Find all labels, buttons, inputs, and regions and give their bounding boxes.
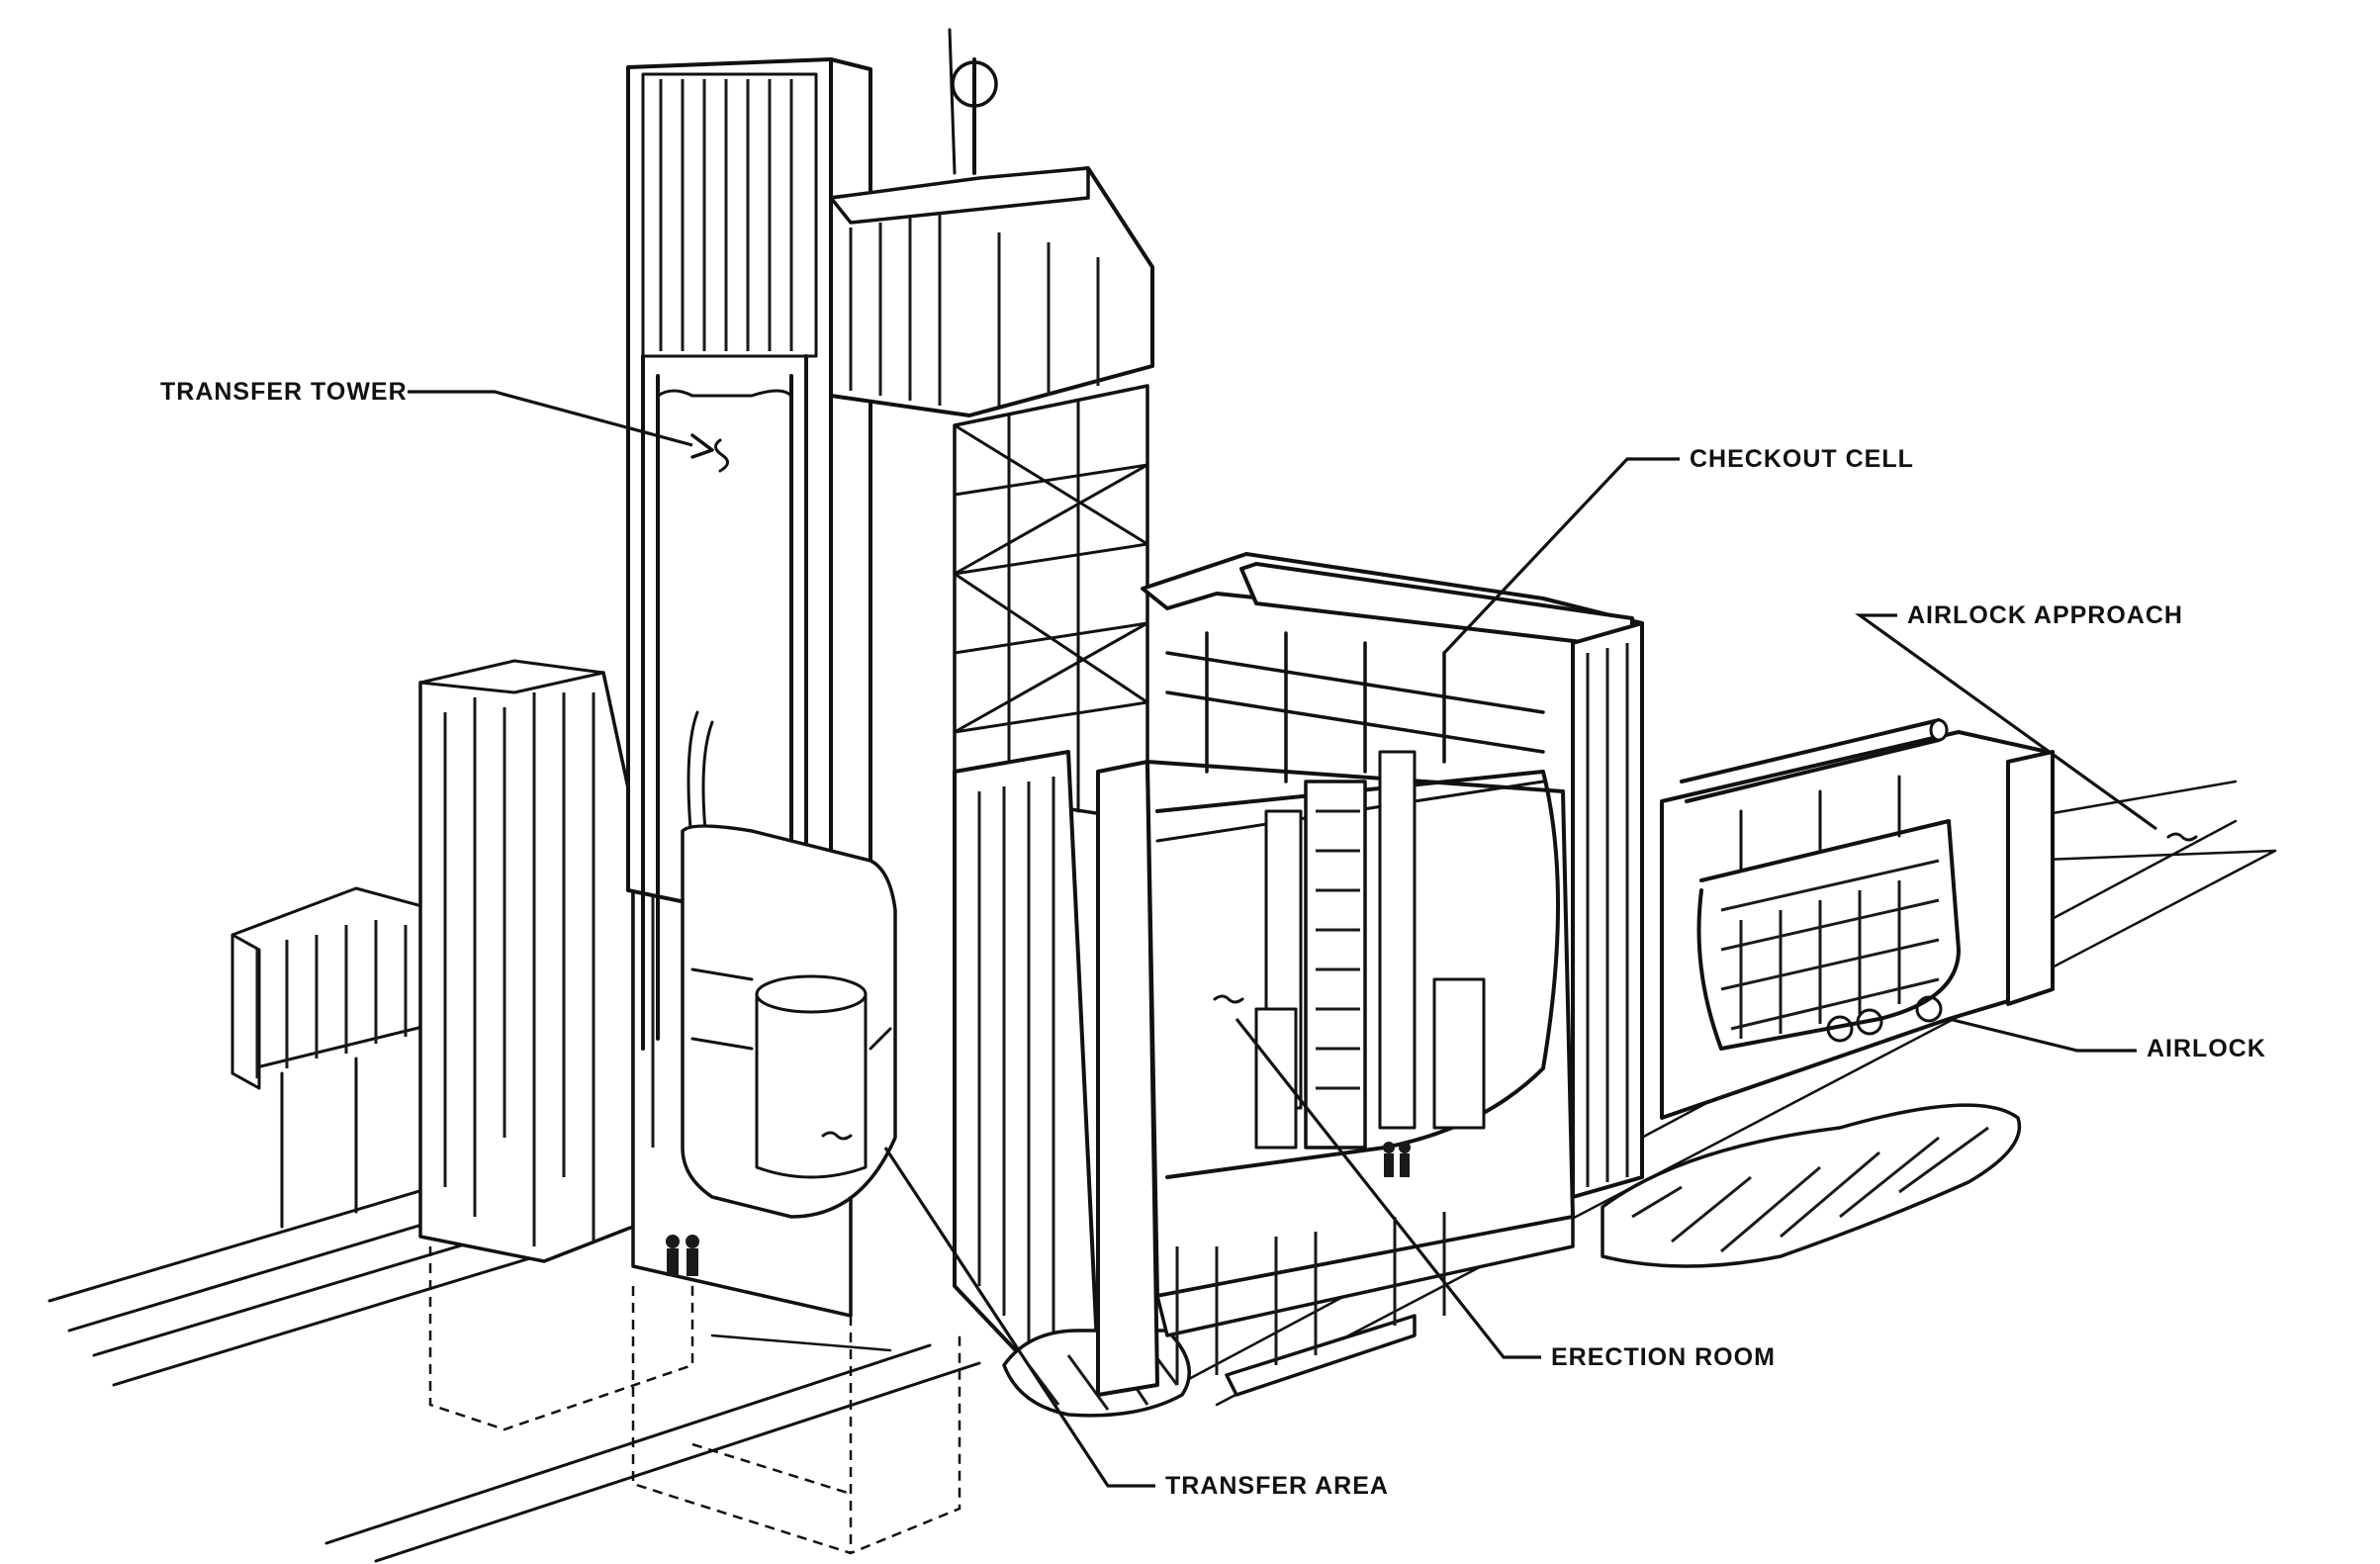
callout-transfer-area: TRANSFER AREA [821,1131,1389,1500]
label-airlock: AIRLOCK [2147,1035,2266,1062]
foundation-outline [428,1207,961,1555]
callout-erection-room: ERECTION ROOM [1213,994,1776,1371]
callout-airlock: AIRLOCK [1948,1017,2266,1062]
label-checkout-cell: CHECKOUT CELL [1690,445,1914,473]
person-figure [1383,1142,1411,1177]
label-erection-room: ERECTION ROOM [1551,1343,1776,1371]
airlock-building [1660,718,2055,1120]
label-transfer-tower: TRANSFER TOWER [160,378,408,406]
label-airlock-approach: AIRLOCK APPROACH [1907,601,2183,629]
central-block [666,166,1154,1387]
rock-outcrop [1601,1103,2022,1268]
checkout-cell-building [1096,552,1644,1397]
label-transfer-area: TRANSFER AREA [1165,1472,1389,1500]
left-wing [230,886,457,1229]
rail-tracks [47,780,2277,1563]
person-figure [666,1235,699,1276]
callout-transfer-tower: TRANSFER TOWER [160,378,729,473]
callout-checkout-cell: CHECKOUT CELL [1442,445,1914,655]
callout-airlock-approach: AIRLOCK APPROACH [1855,601,2198,842]
